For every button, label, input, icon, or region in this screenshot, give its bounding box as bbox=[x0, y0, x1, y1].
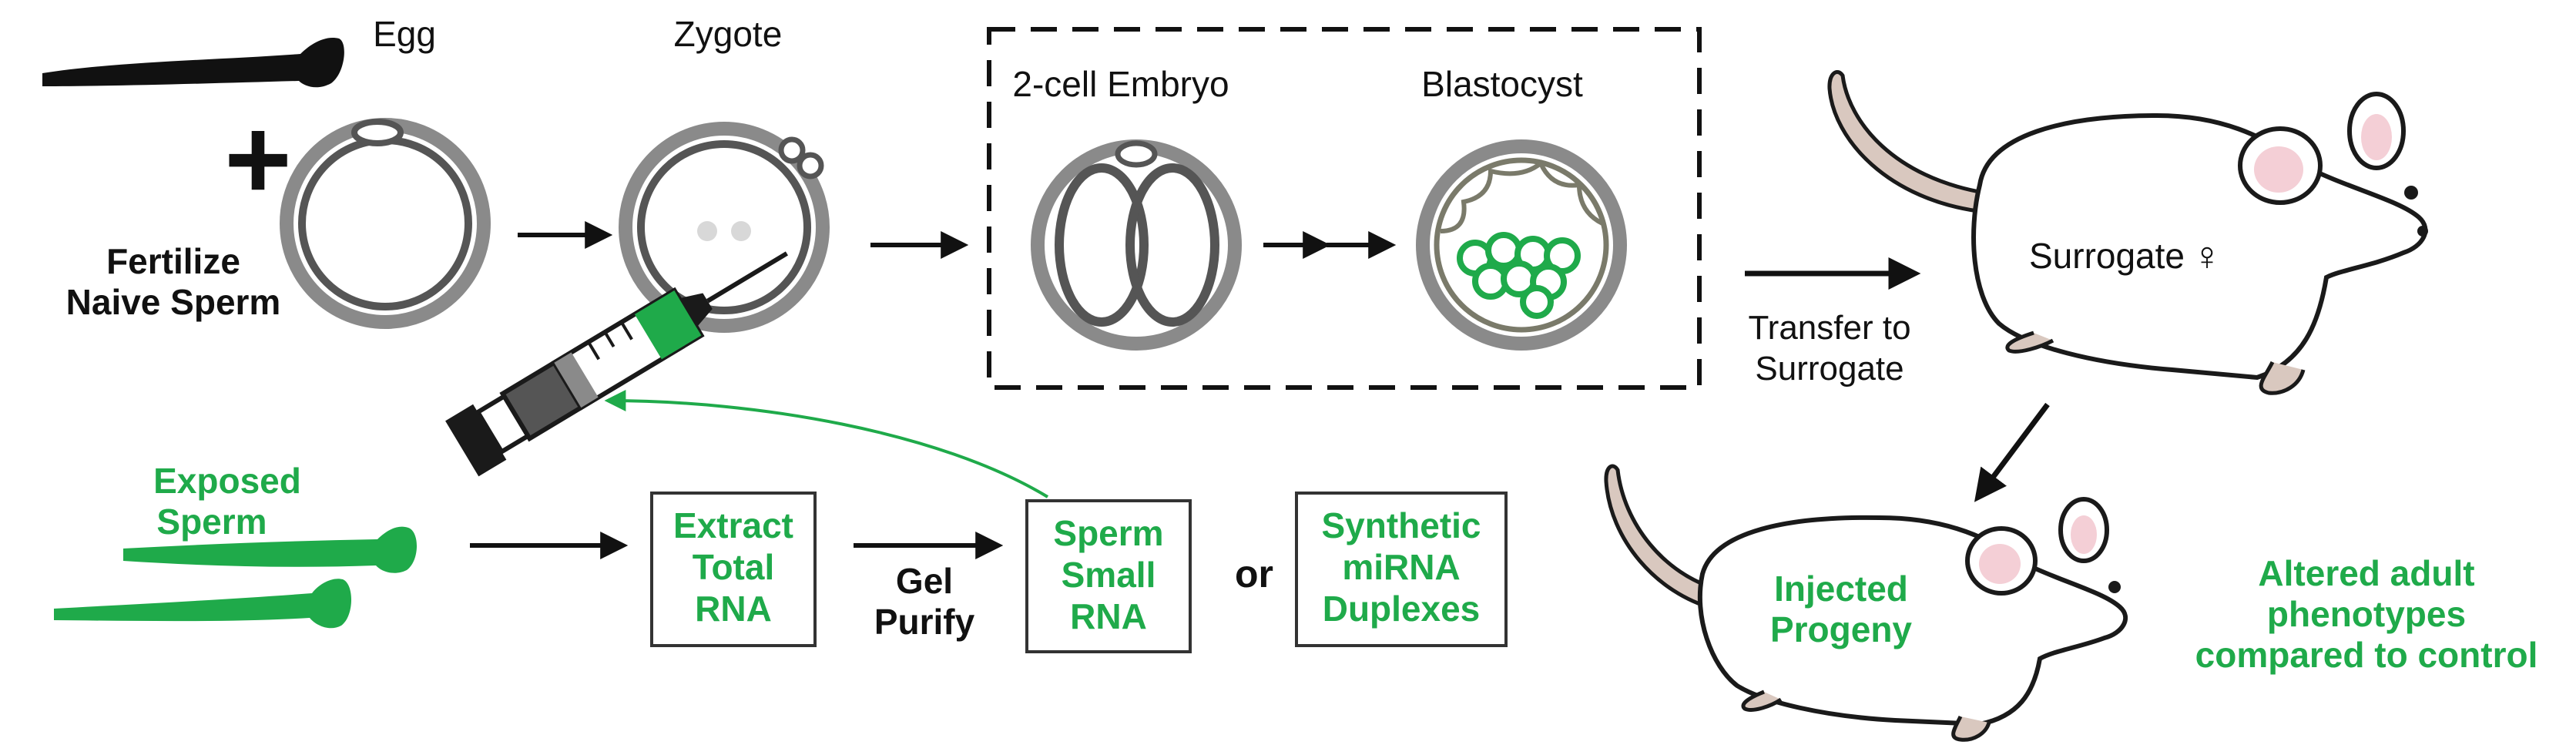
gel-purify-label-line2: Purify bbox=[874, 602, 975, 642]
altered-phenotypes-line3: compared to control bbox=[2195, 635, 2538, 675]
zygote-icon bbox=[619, 122, 830, 333]
extract-box-line2: Total bbox=[693, 547, 774, 587]
plus-sign: + bbox=[224, 94, 292, 223]
sperm-box-line1: Sperm bbox=[1053, 513, 1163, 553]
gel-purify-label-line1: Gel bbox=[896, 561, 953, 601]
extract-box-line3: RNA bbox=[695, 589, 772, 629]
transfer-label-line1: Transfer to bbox=[1748, 309, 1910, 347]
extract-total-rna-box bbox=[650, 492, 817, 647]
sperm-box-line3: RNA bbox=[1070, 596, 1147, 636]
injected-progeny-label-line2: Progeny bbox=[1770, 609, 1912, 649]
transfer-label-line2: Surrogate bbox=[1755, 350, 1903, 388]
exposed-sperm-icon bbox=[54, 526, 418, 629]
altered-phenotypes-line2: phenotypes bbox=[2267, 594, 2466, 634]
egg-label: Egg bbox=[373, 14, 436, 54]
surrogate-label: Surrogate bbox=[2029, 236, 2185, 276]
exposed-sperm-label-line2: Sperm bbox=[156, 502, 267, 542]
injected-progeny-label-line1: Injected bbox=[1774, 569, 1908, 609]
synthetic-box-line3: Duplexes bbox=[1323, 589, 1481, 629]
embryo-dashed-box bbox=[987, 27, 1702, 390]
blastocyst-icon bbox=[1416, 139, 1627, 351]
synthetic-box-line2: miRNA bbox=[1342, 547, 1460, 587]
egg-icon bbox=[280, 118, 491, 329]
zygote-label: Zygote bbox=[674, 14, 783, 54]
two-cell-embryo-icon bbox=[1031, 139, 1242, 351]
surrogate-mouse-icon bbox=[1827, 70, 2428, 395]
exposed-sperm-label-line1: Exposed bbox=[153, 461, 301, 501]
naive-sperm-icon bbox=[42, 38, 344, 88]
synthetic-mirna-box bbox=[1295, 492, 1508, 647]
sperm-small-rna-box bbox=[1025, 499, 1192, 653]
two-cell-embryo-label: 2-cell Embryo bbox=[1012, 64, 1229, 104]
female-symbol: ♀ bbox=[2192, 234, 2222, 279]
small-rna-to-syringe-arrow bbox=[604, 390, 1049, 498]
or-label: or bbox=[1235, 552, 1273, 596]
fertilize-label-line1: Fertilize bbox=[106, 241, 240, 281]
altered-phenotypes-line1: Altered adult bbox=[2258, 553, 2474, 593]
extract-box-line1: Extract bbox=[673, 505, 793, 545]
progeny-mouse-icon bbox=[1604, 464, 2128, 742]
synthetic-box-line1: Synthetic bbox=[1321, 505, 1481, 545]
blastocyst-label: Blastocyst bbox=[1421, 64, 1583, 104]
surrogate-to-progeny-arrow bbox=[1974, 402, 2050, 502]
fertilize-label-line2: Naive Sperm bbox=[66, 282, 281, 322]
syringe-icon bbox=[445, 251, 788, 477]
sperm-box-line2: Small bbox=[1062, 555, 1156, 595]
